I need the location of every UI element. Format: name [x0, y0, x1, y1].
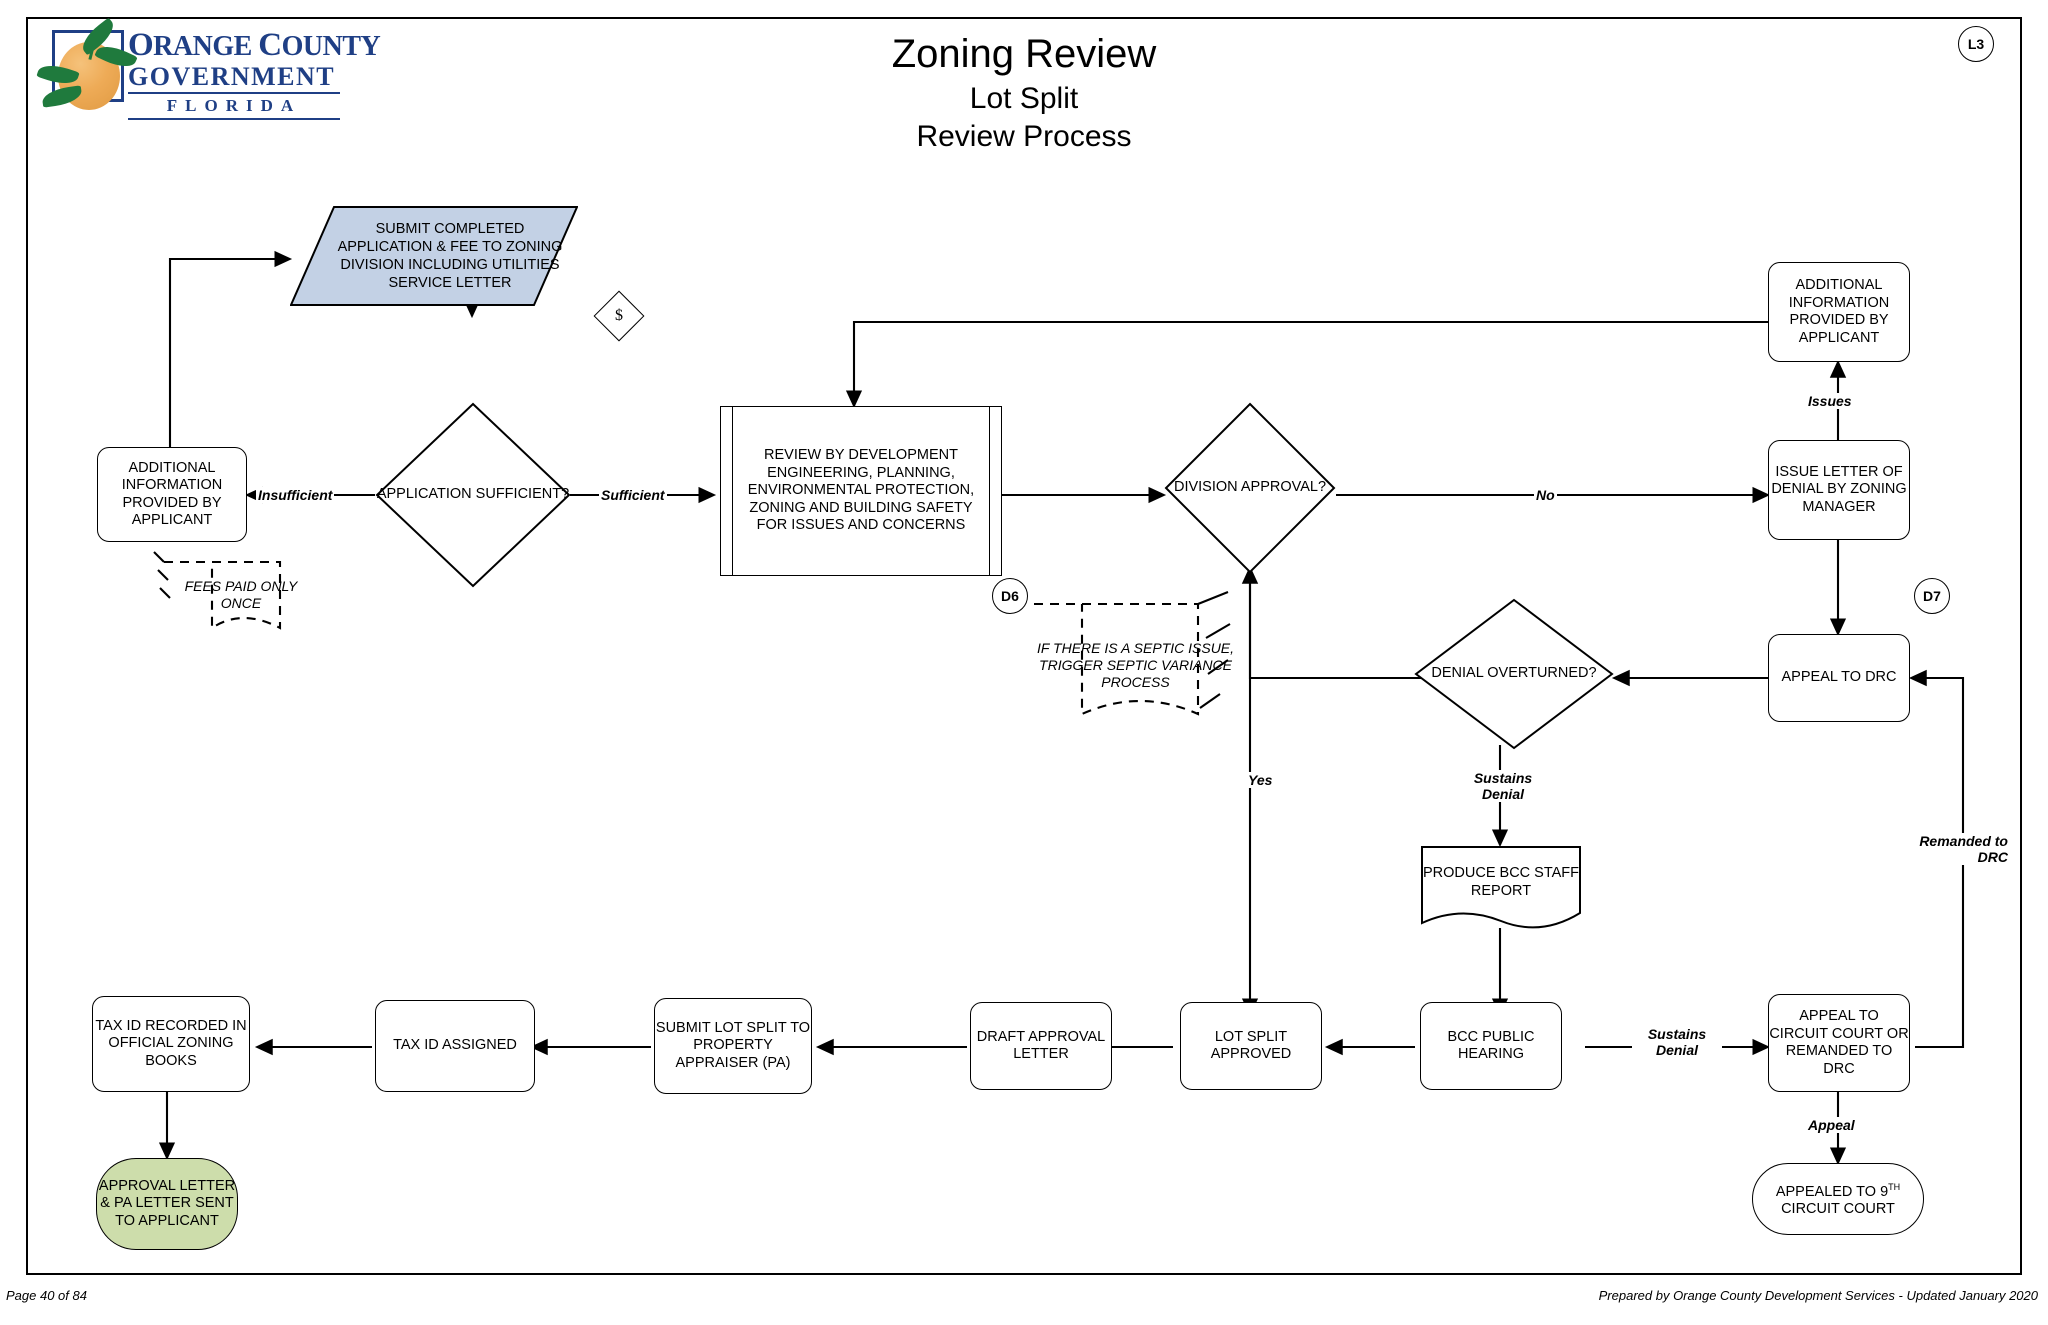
node-appeal-circuit-court-label: APPEAL TO CIRCUIT COURT OR REMANDED TO D…: [1769, 1008, 1909, 1077]
node-lot-split-approved-label: LOT SPLIT APPROVED: [1210, 1028, 1292, 1063]
node-tax-id-assigned[interactable]: TAX ID ASSIGNED: [375, 1000, 535, 1092]
logo-line-government: GOVERNMENT: [128, 62, 340, 94]
node-division-approval[interactable]: DIVISION APPROVAL?: [1164, 402, 1336, 574]
page-subtitle-2: Review Process: [916, 120, 1132, 153]
edge-label-sustains-denial-1: Sustains Denial: [1458, 770, 1548, 802]
edge-label-yes: Yes: [1246, 772, 1275, 788]
node-appeal-circuit-court[interactable]: APPEAL TO CIRCUIT COURT OR REMANDED TO D…: [1768, 994, 1910, 1092]
note-septic-variance-text: IF THERE IS A SEPTIC ISSUE, TRIGGER SEPT…: [1036, 639, 1235, 690]
node-produce-bcc-staff-report[interactable]: PRODUCE BCC STAFF REPORT: [1420, 845, 1582, 933]
node-produce-bcc-staff-report-label: PRODUCE BCC STAFF REPORT: [1422, 865, 1580, 899]
edge-label-sustains-denial-2: Sustains Denial: [1632, 1026, 1722, 1058]
note-fees-paid: FEES PAID ONLY ONCE: [150, 550, 297, 640]
node-approval-letter-sent[interactable]: APPROVAL LETTER & PA LETTER SENT TO APPL…: [96, 1158, 238, 1250]
node-bcc-public-hearing[interactable]: BCC PUBLIC HEARING: [1420, 1002, 1562, 1090]
node-appeal-to-drc[interactable]: APPEAL TO DRC: [1768, 634, 1910, 722]
marker-d6: D6: [992, 578, 1028, 614]
orange-county-government-logo: ORANGE COUNTY GOVERNMENT FLORIDA: [36, 17, 381, 120]
node-tax-id-recorded[interactable]: TAX ID RECORDED IN OFFICIAL ZONING BOOKS: [92, 996, 250, 1092]
edge-label-no: No: [1534, 487, 1557, 503]
node-appealed-9th-circuit-court[interactable]: APPEALED TO 9TH CIRCUIT COURT: [1752, 1163, 1924, 1235]
node-additional-info-left-label: ADDITIONAL INFORMATION PROVIDED BY APPLI…: [121, 459, 223, 529]
node-tax-id-assigned-label: TAX ID ASSIGNED: [393, 1037, 517, 1054]
note-septic-variance: IF THERE IS A SEPTIC ISSUE, TRIGGER SEPT…: [1020, 590, 1235, 740]
node-approval-letter-sent-label: APPROVAL LETTER & PA LETTER SENT TO APPL…: [98, 1177, 236, 1229]
node-issue-letter-of-denial-label: ISSUE LETTER OF DENIAL BY ZONING MANAGER: [1771, 463, 1907, 515]
node-review-by-development-label: REVIEW BY DEVELOPMENT ENGINEERING, PLANN…: [747, 447, 975, 534]
edge-label-remanded-to-drc: Remanded to DRC: [1914, 833, 2010, 865]
note-fees-paid-text: FEES PAID ONLY ONCE: [184, 578, 298, 611]
node-issue-letter-of-denial[interactable]: ISSUE LETTER OF DENIAL BY ZONING MANAGER: [1768, 440, 1910, 540]
page-title: Zoning Review: [891, 32, 1157, 76]
node-draft-approval-letter[interactable]: DRAFT APPROVAL LETTER: [970, 1002, 1112, 1090]
node-appeal-to-drc-label: APPEAL TO DRC: [1781, 669, 1897, 686]
node-draft-approval-letter-label: DRAFT APPROVAL LETTER: [976, 1028, 1106, 1063]
node-submit-application-label: SUBMIT COMPLETED APPLICATION & FEE TO ZO…: [337, 221, 563, 291]
node-review-by-development[interactable]: REVIEW BY DEVELOPMENT ENGINEERING, PLANN…: [720, 406, 1002, 576]
page-subtitle-1: Lot Split: [969, 82, 1079, 115]
node-additional-info-right-label: ADDITIONAL INFORMATION PROVIDED BY APPLI…: [1788, 277, 1890, 346]
footer-credit: Prepared by Orange County Development Se…: [1598, 1288, 2038, 1303]
edge-label-insufficient: Insufficient: [256, 487, 335, 503]
page-border: [26, 17, 2022, 1275]
dollar-icon: $: [615, 307, 623, 324]
edge-label-issues: Issues: [1806, 393, 1854, 409]
page-marker-l3: L3: [1958, 26, 1994, 62]
marker-d7: D7: [1914, 578, 1950, 614]
node-division-approval-label: DIVISION APPROVAL?: [1173, 479, 1327, 496]
node-bcc-public-hearing-label: BCC PUBLIC HEARING: [1447, 1028, 1535, 1063]
logo-line-orange-county: ORANGE COUNTY: [128, 27, 381, 63]
node-denial-overturned-label: DENIAL OVERTURNED?: [1431, 665, 1597, 682]
node-application-sufficient-label: APPLICATION SUFFICIENT?: [376, 486, 570, 503]
footer-page-number: Page 40 of 84: [6, 1288, 87, 1303]
edge-label-appeal: Appeal: [1806, 1117, 1857, 1133]
node-submit-lot-split-pa[interactable]: SUBMIT LOT SPLIT TO PROPERTY APPRAISER (…: [654, 998, 812, 1094]
logo-wordmark: ORANGE COUNTY GOVERNMENT FLORIDA: [128, 27, 381, 120]
node-submit-application[interactable]: SUBMIT COMPLETED APPLICATION & FEE TO ZO…: [290, 206, 578, 306]
node-application-sufficient[interactable]: APPLICATION SUFFICIENT?: [375, 402, 571, 588]
node-tax-id-recorded-label: TAX ID RECORDED IN OFFICIAL ZONING BOOKS: [95, 1017, 247, 1069]
edge-label-sufficient: Sufficient: [599, 487, 667, 503]
node-appealed-9th-circuit-court-label: APPEALED TO 9TH CIRCUIT COURT: [1775, 1182, 1901, 1218]
node-denial-overturned[interactable]: DENIAL OVERTURNED?: [1414, 598, 1614, 750]
node-additional-info-left[interactable]: ADDITIONAL INFORMATION PROVIDED BY APPLI…: [97, 447, 247, 542]
node-additional-info-right[interactable]: ADDITIONAL INFORMATION PROVIDED BY APPLI…: [1768, 262, 1910, 362]
node-submit-lot-split-pa-label: SUBMIT LOT SPLIT TO PROPERTY APPRAISER (…: [655, 1019, 811, 1071]
node-lot-split-approved[interactable]: LOT SPLIT APPROVED: [1180, 1002, 1322, 1090]
logo-line-florida: FLORIDA: [128, 94, 340, 120]
